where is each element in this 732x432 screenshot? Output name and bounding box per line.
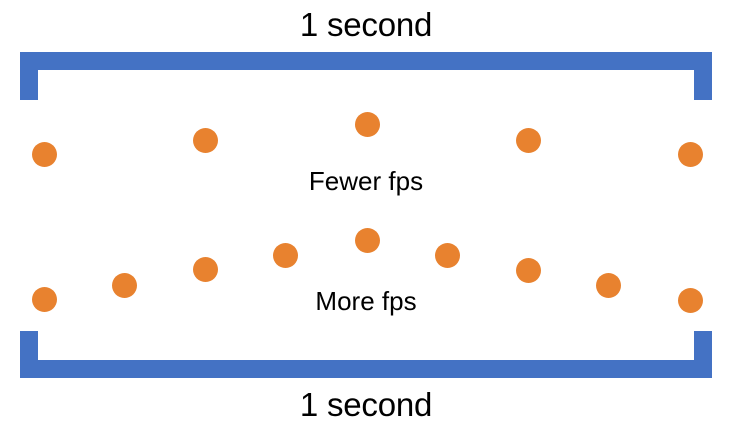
frame-dot (515, 127, 541, 153)
frame-dot (31, 286, 57, 312)
frame-dot (354, 111, 380, 137)
bracket-top-right-stub (694, 52, 712, 100)
frame-dot (515, 257, 541, 283)
frame-dot (192, 256, 218, 282)
bracket-bottom-right-stub (694, 331, 712, 378)
frame-dot (31, 141, 57, 167)
frame-dot (434, 242, 460, 268)
frame-dot (677, 287, 703, 313)
bracket-bottom-left-stub (20, 331, 38, 378)
label-more-fps: More fps (315, 286, 417, 316)
caption-top-1-second: 1 second (299, 6, 433, 43)
bracket-top-bar (20, 52, 712, 70)
frame-dot (595, 272, 621, 298)
bracket-bottom-bar (20, 360, 712, 378)
frame-dot (272, 242, 298, 268)
bracket-top-left-stub (20, 52, 38, 100)
frame-dot (192, 127, 218, 153)
frame-dot (111, 272, 137, 298)
caption-bottom-1-second: 1 second (299, 386, 433, 423)
frame-dot (677, 141, 703, 167)
bracket-top (20, 52, 712, 100)
label-fewer-fps: Fewer fps (308, 166, 424, 196)
bracket-bottom (20, 331, 712, 378)
frame-dot (354, 227, 380, 253)
